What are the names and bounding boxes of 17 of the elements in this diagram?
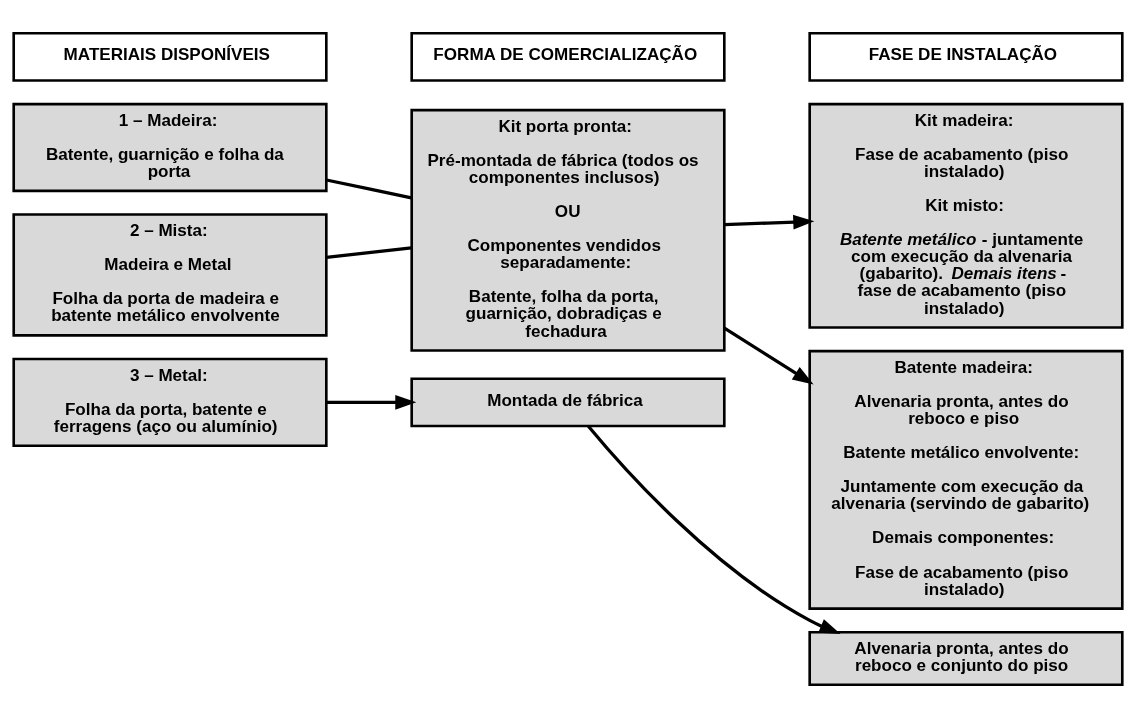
node-box: 2 – Mista: Madeira e Metal Folha da porta de madeira e batente metálico envolvente	[12, 213, 328, 337]
connector	[326, 178, 412, 200]
node-box: 1 – Madeira: Batente, guarnição e folha da porta	[12, 102, 328, 193]
node-box: Batente madeira: Alvenaria pronta, antes do reboco e piso Batente metálico envolvente: Juntamente com execução da alvenaria (servindo de gabarito) Demais componentes: Fase de acabamento (piso instalado)	[808, 349, 1124, 610]
node-box: FORMA DE COMERCIALIZAÇÃO	[410, 31, 726, 82]
node-box: MATERIAIS DISPONÍVEIS	[12, 31, 328, 82]
node-box: FASE DE INSTALAÇÃO	[808, 31, 1124, 82]
node-box: Kit porta pronta: Pré-montada de fábrica (todos os componentes inclusos) OU Componentes vendidos separadamente: Batente, folha da porta, guarnição, dobradiças e fechadura	[410, 108, 726, 352]
connector	[326, 246, 412, 260]
node-box: Kit madeira: Fase de acabamento (piso instalado) Kit misto: Batente metálico - juntamente com execução da alvenaria (gabarito). Demais itens - fase de acabamento (piso instalado)	[808, 102, 1124, 329]
arrow	[724, 214, 815, 230]
arrow	[326, 394, 417, 410]
arrow	[587, 425, 841, 635]
node-box: 3 – Metal: Folha da porta, batente e ferragens (aço ou alumínio)	[12, 357, 328, 447]
node-box: Montada de fábrica	[410, 377, 726, 428]
arrow	[723, 326, 814, 385]
node-box: Alvenaria pronta, antes do reboco e conjunto do piso	[808, 630, 1124, 687]
